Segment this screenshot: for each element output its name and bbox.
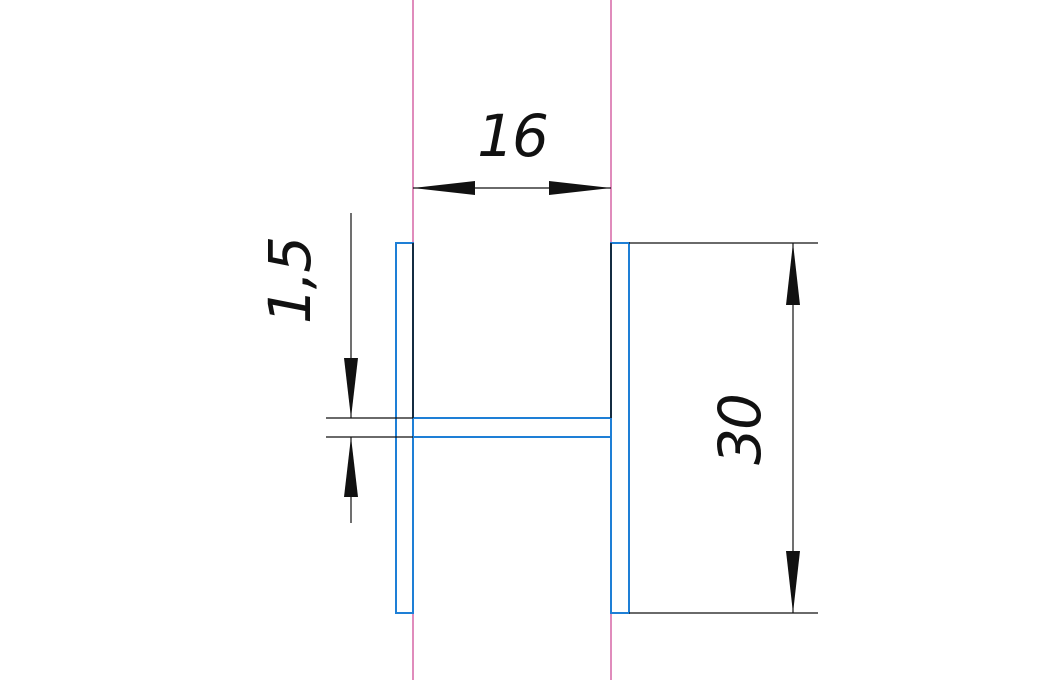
height-arrow-bottom	[786, 551, 800, 613]
thickness-arrow-bottom	[344, 437, 358, 497]
thickness-dimension-label: 1,5	[256, 238, 324, 324]
height-arrow-top	[786, 243, 800, 305]
height-dimension-label: 30	[706, 395, 774, 465]
height-dimension	[629, 242, 818, 614]
inner-edges	[412, 243, 612, 418]
profile-outline	[395, 242, 630, 614]
width-dimension	[413, 181, 611, 195]
width-arrow-left	[413, 181, 475, 195]
thickness-arrow-top	[344, 358, 358, 418]
right-flange	[610, 242, 630, 614]
width-arrow-right	[549, 181, 611, 195]
thickness-dimension	[326, 213, 413, 523]
width-dimension-label: 16	[477, 102, 547, 170]
left-flange	[395, 242, 414, 614]
